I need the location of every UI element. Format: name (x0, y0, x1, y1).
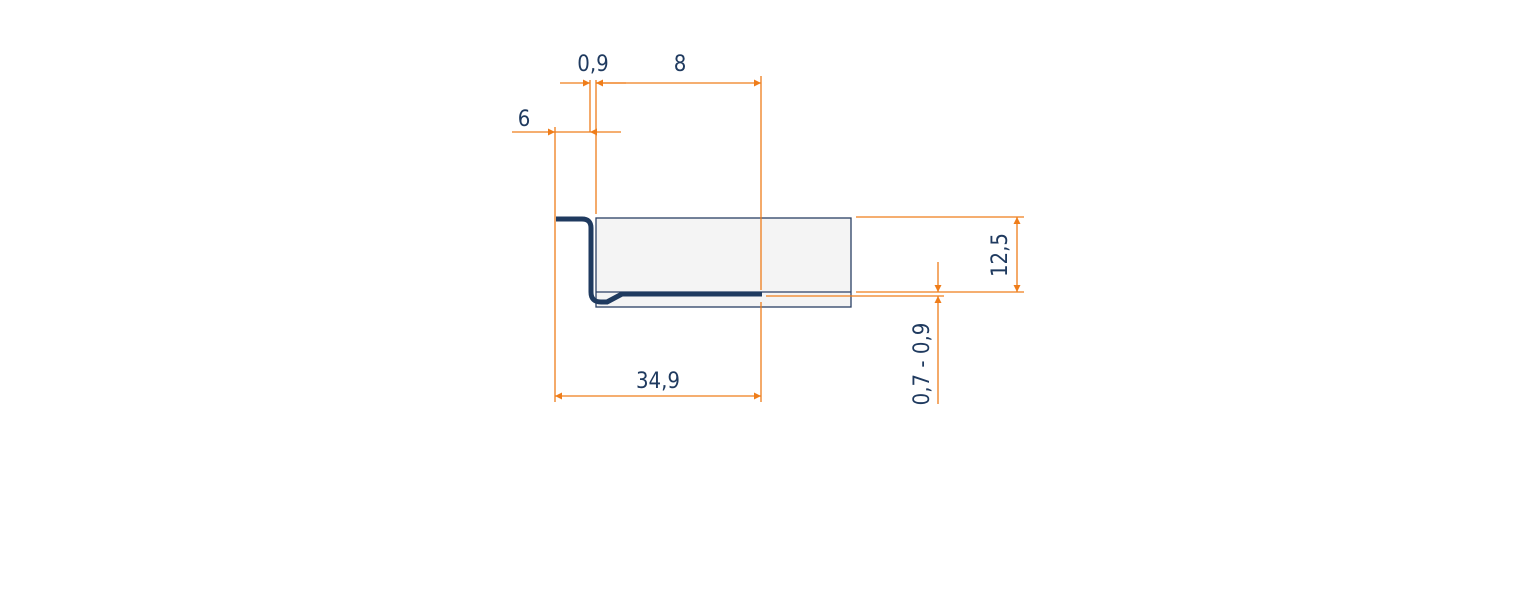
dim-left-offset-label: 6 (518, 107, 531, 132)
dim-bottom-width-label: 34,9 (636, 369, 680, 394)
dim-thickness: 0,7 - 0,9 (910, 262, 942, 406)
steel-profile (556, 216, 762, 305)
dim-left-offset: 6 (512, 107, 621, 136)
dim-thickness-label: 0,7 - 0,9 (910, 323, 935, 406)
dim-top-length-label: 8 (674, 52, 687, 77)
dim-height-label: 12,5 (988, 233, 1013, 277)
dim-height: 12,5 (988, 217, 1021, 292)
dim-bottom-width: 34,9 (555, 369, 761, 400)
extension-lines (554, 76, 1024, 402)
dim-top-gap-label: 0,9 (577, 52, 608, 77)
dim-top-gap: 0,9 (560, 52, 626, 87)
dim-top-length: 8 (596, 52, 761, 87)
